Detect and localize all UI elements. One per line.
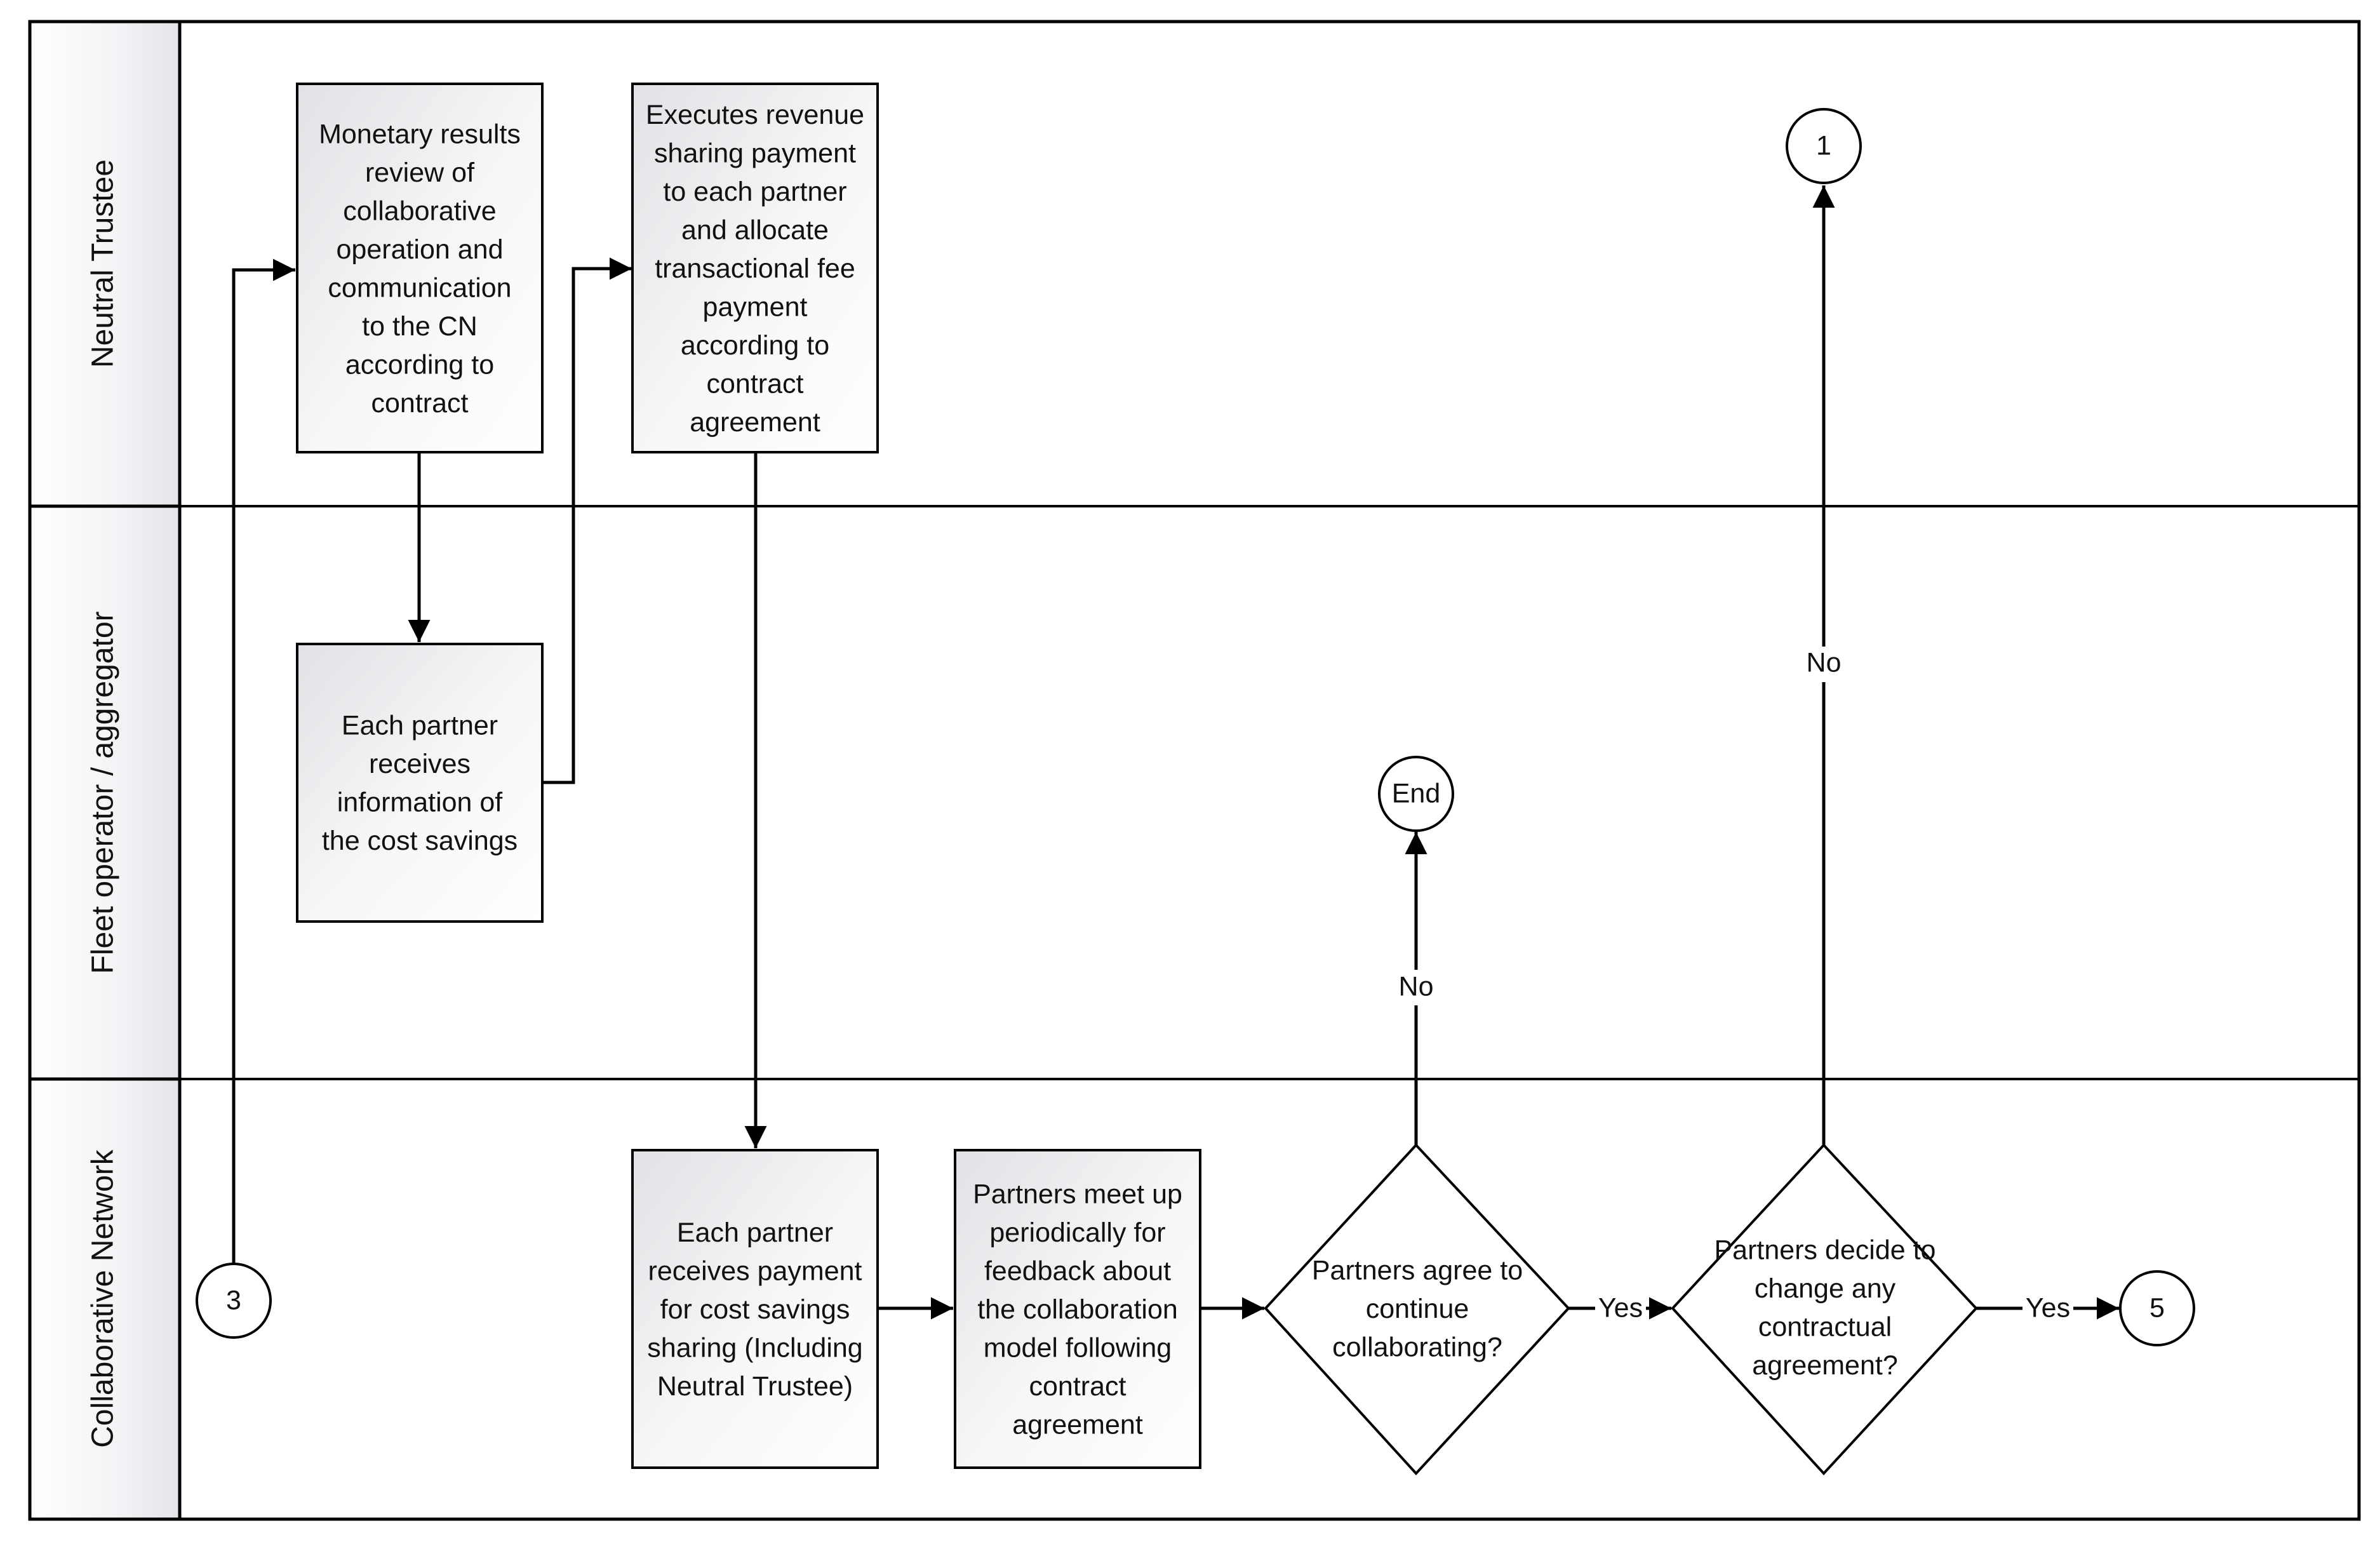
decision-decide-change-text: Partners decide to change any contractual a… — [1715, 1235, 1936, 1381]
box-partner-payment-text-line: sharing (Including — [647, 1333, 862, 1364]
box-monetary-review-text-line: communication — [328, 272, 511, 303]
box-partners-meet-text-line: feedback about — [984, 1256, 1171, 1287]
decision-agree-continue: Partners agree to continue collaborating? — [1264, 1143, 1570, 1475]
box-partners-meet-text: Partners meet up periodically for feedback… — [973, 1179, 1182, 1440]
connector-3: 3 — [196, 1263, 272, 1339]
box-partner-info: Each partner receives information of the co… — [296, 643, 544, 923]
edge-3-to-monetary-review — [232, 258, 295, 1264]
box-executes-revenue-text-line: Executes revenue — [646, 100, 864, 130]
box-partner-payment-text-line: for cost savings — [660, 1294, 850, 1325]
box-executes-revenue-text: Executes revenue sharing payment to each p… — [646, 100, 864, 438]
box-partners-meet-text-line: Partners meet up — [973, 1179, 1182, 1210]
box-monetary-review-text-line: review of — [365, 158, 475, 188]
box-monetary-review-text: Monetary results review of collaborative op… — [319, 119, 521, 419]
edge-label-no-1-text: No — [1807, 647, 1842, 678]
box-partners-meet-text-line: the collaboration — [977, 1294, 1178, 1325]
decision-agree-continue-text-line: Partners agree to — [1312, 1256, 1523, 1286]
decision-decide-change-text-line: Partners decide to — [1715, 1235, 1936, 1265]
box-partner-payment-text-line: Each partner — [677, 1217, 833, 1248]
decision-decide-change-text-line: change any — [1755, 1273, 1896, 1304]
end-terminator-text: End — [1392, 778, 1441, 808]
lane-header-neutral-trustee — [28, 20, 182, 508]
connector-1-text: 1 — [1816, 130, 1831, 161]
box-executes-revenue-text-line: sharing payment — [654, 138, 856, 169]
decision-decide-change-text-line: agreement? — [1752, 1350, 1898, 1381]
edge-label-no-1: No — [1802, 647, 1846, 682]
edge-label-yes-5-text: Yes — [2026, 1292, 2070, 1323]
box-partners-meet: Partners meet up periodically for feedback… — [954, 1149, 1201, 1469]
box-executes-revenue-text-line: contract — [707, 369, 804, 399]
box-monetary-review-text-line: contract — [371, 388, 469, 419]
lane-label-fleet-operator: Fleet operator / aggregator — [86, 611, 120, 974]
edge-label-yes-decide: Yes — [1595, 1291, 1646, 1326]
box-partner-info-text: Each partner receives information of the co… — [322, 710, 518, 856]
box-partners-meet-text-line: agreement — [1012, 1410, 1143, 1440]
box-monetary-review-text-line: collaborative — [343, 196, 496, 226]
box-executes-revenue-text-line: to each partner — [663, 177, 846, 207]
connector-5-text: 5 — [2149, 1292, 2165, 1323]
box-partner-payment-text-line: Neutral Trustee) — [657, 1371, 853, 1402]
edge-label-no-end: No — [1394, 970, 1438, 1005]
box-partner-info-text-line: information of — [337, 787, 504, 817]
connector-5: 5 — [2119, 1270, 2195, 1346]
box-executes-revenue: Executes revenue sharing payment to each p… — [631, 83, 879, 453]
box-partners-meet-text-line: model following — [984, 1333, 1172, 1364]
box-partner-info-text-line: receives — [369, 749, 471, 779]
decision-agree-continue-text: Partners agree to continue collaborating? — [1312, 1256, 1523, 1363]
end-terminator: End — [1378, 756, 1454, 832]
box-partner-payment: Each partner receives payment for cost sav… — [631, 1149, 879, 1469]
box-executes-revenue-text-line: according to — [681, 330, 829, 361]
box-monetary-review: Monetary results review of collaborative op… — [296, 83, 544, 453]
edge-label-yes-decide-text: Yes — [1598, 1292, 1643, 1323]
box-partner-payment-text-line: receives payment — [648, 1256, 862, 1287]
box-partners-meet-text-line: periodically for — [989, 1217, 1165, 1248]
edge-label-yes-5: Yes — [2022, 1291, 2073, 1326]
lane-label-neutral-trustee: Neutral Trustee — [86, 159, 120, 368]
lane-label-collaborative-network: Collaborative Network — [86, 1149, 120, 1448]
box-monetary-review-text-line: operation and — [337, 234, 504, 265]
box-monetary-review-text-line: according to — [345, 349, 494, 380]
edge-partner-info-to-executes-revenue — [543, 257, 632, 784]
box-monetary-review-text-line: Monetary results — [319, 119, 521, 149]
decision-decide-change-text-line: contractual — [1758, 1311, 1892, 1342]
decision-agree-continue-text-line: continue — [1366, 1294, 1469, 1324]
connector-1: 1 — [1786, 108, 1862, 184]
box-partners-meet-text-line: contract — [1029, 1371, 1126, 1402]
decision-decide-change: Partners decide to change any contractual a… — [1671, 1143, 1978, 1475]
box-executes-revenue-text-line: and allocate — [681, 215, 829, 246]
connector-3-text: 3 — [226, 1285, 241, 1315]
box-partner-payment-text: Each partner receives payment for cost sav… — [647, 1217, 862, 1402]
decision-agree-continue-text-line: collaborating? — [1332, 1332, 1502, 1363]
box-partner-info-text-line: Each partner — [342, 710, 498, 741]
box-executes-revenue-text-line: transactional fee — [655, 253, 855, 284]
box-executes-revenue-text-line: payment — [703, 292, 808, 323]
lane-header-collaborative-network — [28, 1077, 182, 1521]
edge-label-no-end-text: No — [1399, 971, 1434, 1002]
box-monetary-review-text-line: to the CN — [362, 311, 478, 342]
lane-header-fleet-operator — [28, 504, 182, 1081]
box-executes-revenue-text-line: agreement — [690, 407, 820, 438]
box-partner-info-text-line: the cost savings — [322, 826, 518, 856]
